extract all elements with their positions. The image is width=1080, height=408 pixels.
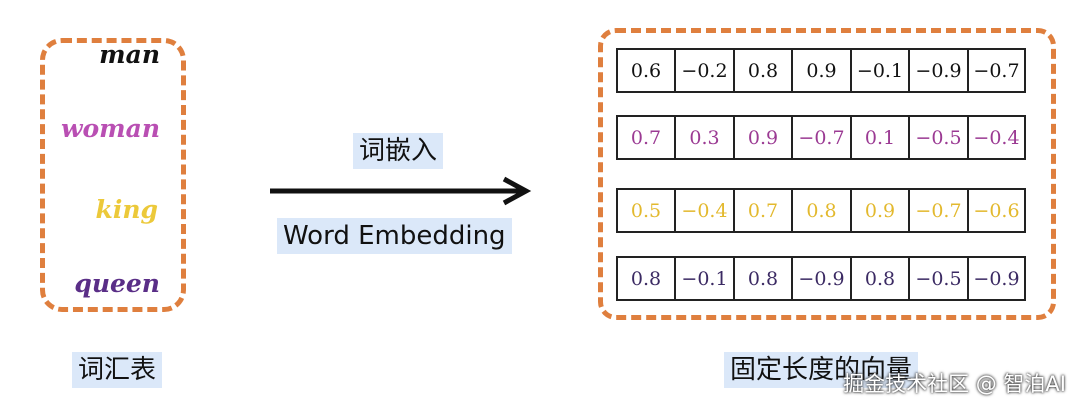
vector-cell: −0.6 [967,188,1026,233]
vector-cell: −0.9 [967,256,1026,301]
vector-cell: 0.8 [733,256,793,301]
vector-cell: −0.1 [850,48,910,93]
arrow-icon [270,176,532,206]
vector-cell: −0.4 [674,188,735,233]
word-man: man [99,40,160,69]
vector-cell: −0.4 [967,115,1026,160]
vocabulary-box [40,38,186,312]
vocabulary-caption: 词汇表 [72,352,163,388]
vector-cell: −0.7 [908,188,969,233]
vector-cell: 0.8 [733,48,793,93]
vector-cell: −0.7 [791,115,852,160]
vector-cell: −0.7 [967,48,1026,93]
word-woman: woman [60,114,160,143]
vectors-caption: 固定长度的向量 [724,352,919,388]
vector-cell: −0.1 [674,256,735,301]
vector-cell: 0.7 [616,115,676,160]
vector-cell: 0.1 [850,115,910,160]
vector-cell: 0.9 [733,115,793,160]
watermark: 掘金技术社区 @ 智泊AI [843,372,1066,396]
vector-cell: −0.9 [908,48,969,93]
arrow-label-en: Word Embedding [277,218,512,254]
vector-cell: 0.6 [616,48,676,93]
vector-cell: 0.3 [674,115,735,160]
vector-cell: 0.8 [850,256,910,301]
word-queen: queen [74,269,160,298]
vector-cell: −0.5 [908,256,969,301]
vector-cell: 0.7 [733,188,793,233]
vector-cell: −0.2 [674,48,735,93]
vector-cell: −0.5 [908,115,969,160]
word-king: king [95,195,158,224]
vector-cell: 0.8 [791,188,852,233]
vector-cell: 0.8 [616,256,676,301]
vectors-box [598,28,1056,320]
vector-cell: 0.9 [791,48,852,93]
vector-cell: −0.9 [791,256,852,301]
vector-cell: 0.9 [850,188,910,233]
vector-cell: 0.5 [616,188,676,233]
arrow-label-cn: 词嵌入 [353,133,444,169]
